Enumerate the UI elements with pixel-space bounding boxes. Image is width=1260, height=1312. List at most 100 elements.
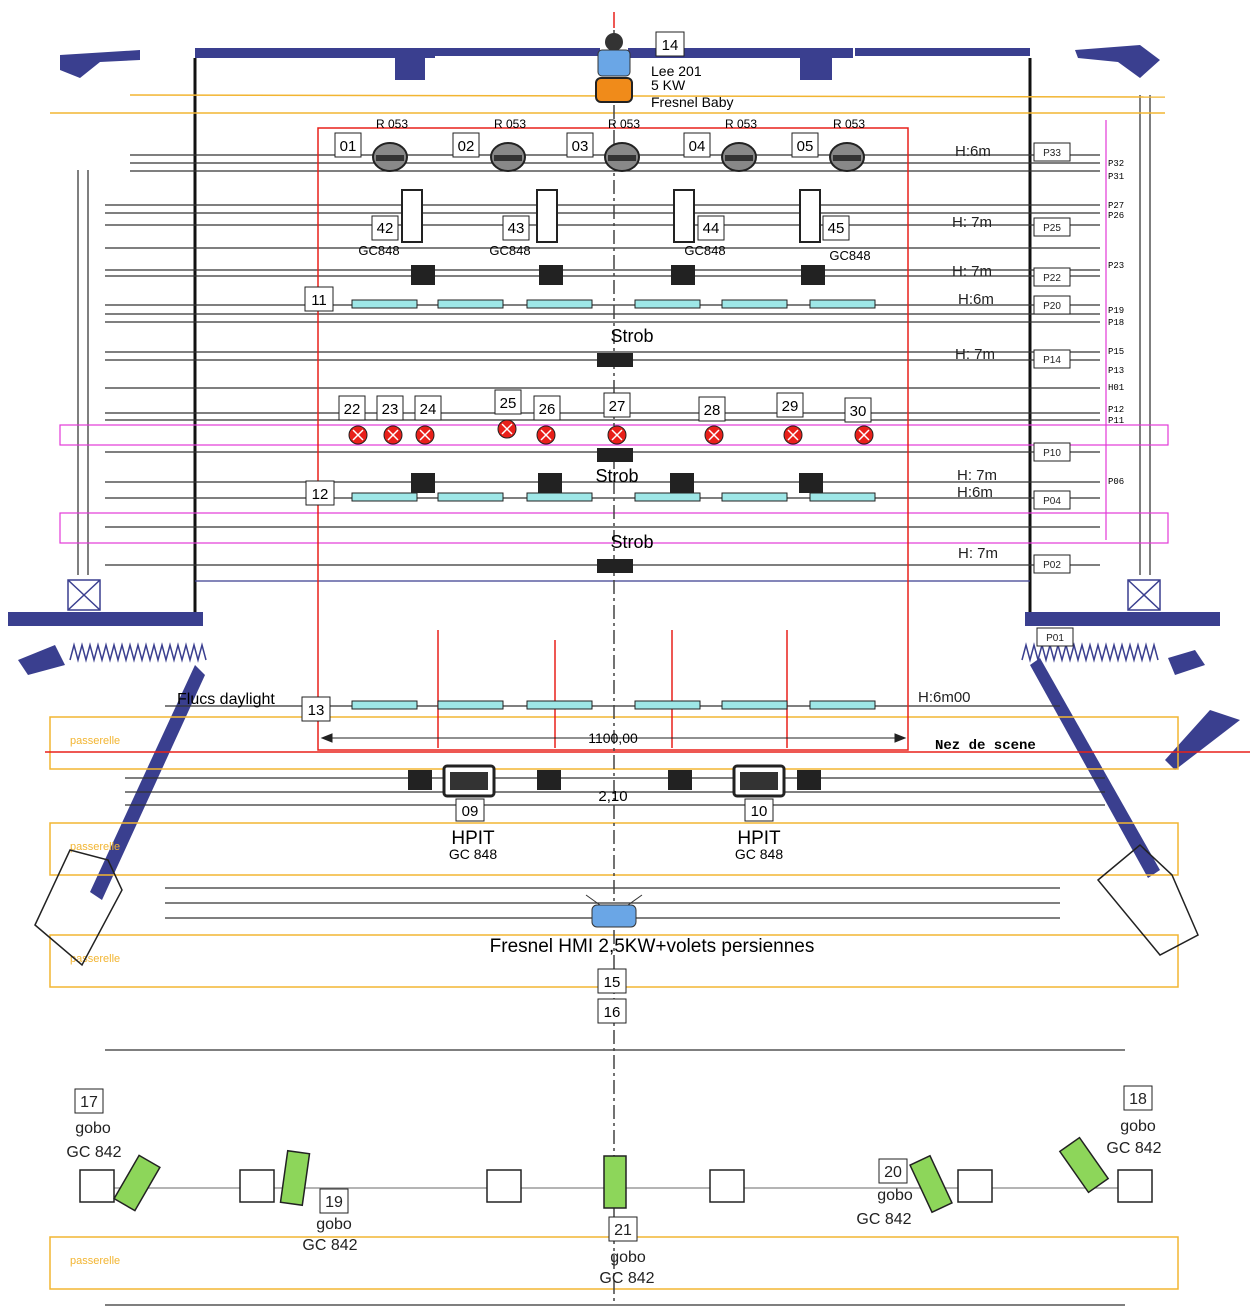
profile-fixture-icon <box>536 189 558 243</box>
side-code: P19 <box>1108 306 1124 316</box>
strob-label-3: Strob <box>610 532 653 552</box>
box-15 <box>597 968 627 994</box>
side-code: P31 <box>1108 172 1124 182</box>
pipe-label-p10: P10 <box>1043 448 1061 459</box>
profile-fixture-icon <box>799 189 821 243</box>
par-lamp-cross <box>501 423 513 435</box>
row1-fixture-04: 04R 053 <box>683 117 757 172</box>
fixture-14-gel: Lee 201 <box>651 63 702 79</box>
par-number-box <box>533 395 561 421</box>
side-code: P18 <box>1108 318 1124 328</box>
par-lamp-cross <box>419 429 431 441</box>
pipe-label-p01: P01 <box>1046 633 1064 644</box>
par-number-box <box>414 395 442 421</box>
pipe-label-p20: P20 <box>1043 301 1061 312</box>
par-number-box <box>844 397 872 423</box>
scroller-block <box>671 265 695 285</box>
scroller-block <box>411 473 435 493</box>
box-10-label: 10 <box>751 803 768 820</box>
gobo-20-number: 20 <box>884 1164 902 1181</box>
par-number: 27 <box>609 398 626 415</box>
gobo-19-type: GC 842 <box>302 1237 357 1254</box>
fluorescent-tube <box>351 700 418 710</box>
fluorescent-tube <box>809 299 876 309</box>
round-fixture-band <box>833 155 861 161</box>
row1-number: 01 <box>340 138 357 155</box>
strobes <box>597 353 633 573</box>
row1-fixture-05: 05R 053 <box>791 117 865 172</box>
pipe-label-p02: P02 <box>1043 560 1061 571</box>
side-code: P06 <box>1108 477 1124 487</box>
gobo-18-number: 18 <box>1129 1091 1147 1108</box>
row1-fixture-01: 01 R 053 <box>334 117 408 172</box>
side-code: P23 <box>1108 261 1124 271</box>
pipe-label-p04: P04 <box>1043 496 1061 507</box>
side-code: P11 <box>1108 416 1124 426</box>
gobo-17-type: GC 842 <box>66 1144 121 1161</box>
height-label-8: H: 7m <box>958 545 998 562</box>
pipe-box-p33 <box>1033 142 1071 162</box>
fluorescent-tube <box>809 700 876 710</box>
gobo-20-label: gobo <box>877 1187 913 1204</box>
gobo-18-type: GC 842 <box>1106 1140 1161 1157</box>
box-21 <box>608 1216 638 1242</box>
box-19 <box>319 1188 349 1214</box>
red-markings <box>45 12 1250 753</box>
par-fixture-23: 23 <box>376 395 404 445</box>
fluorescent-tube <box>526 299 593 309</box>
height-label-1: H:6m <box>955 143 991 160</box>
gobo-19-label: gobo <box>316 1216 352 1233</box>
row1-gel: R 053 <box>376 117 408 131</box>
gobo-21-type: GC 842 <box>599 1270 654 1287</box>
height-label-7: H:6m <box>957 484 993 501</box>
row2-number: 45 <box>828 220 845 237</box>
par-lamp-cross <box>787 429 799 441</box>
par-fixture-27: 27 <box>603 392 631 445</box>
par-fixture-25: 25 <box>494 389 522 439</box>
gobo-18-label: gobo <box>1120 1118 1156 1135</box>
par-number-box <box>776 392 804 418</box>
par-fixture-29: 29 <box>776 392 804 445</box>
center-dimension-label: 2,10 <box>598 788 627 805</box>
round-fixture-band <box>725 155 753 161</box>
par-number: 25 <box>500 395 517 412</box>
row2-type: GC848 <box>358 243 399 258</box>
pipe-box-p14 <box>1033 349 1071 369</box>
row2-number: 43 <box>508 220 525 237</box>
par-lamp-cross <box>540 429 552 441</box>
row1-fixture-03: 03R 053 <box>566 117 640 172</box>
row1-number-box <box>334 132 362 158</box>
row1-number-box <box>452 132 480 158</box>
pipe-box-p10 <box>1033 442 1071 462</box>
box-09-label: 09 <box>462 803 479 820</box>
fluorescent-tube <box>721 299 788 309</box>
fluorescent-tubes <box>351 299 876 710</box>
pipe-label-p14: P14 <box>1043 355 1061 366</box>
par-number: 23 <box>382 401 399 418</box>
par-number-box <box>376 395 404 421</box>
row2-number-box <box>697 215 725 241</box>
side-code: H01 <box>1108 383 1124 393</box>
pipe-box-p25 <box>1033 217 1071 237</box>
row2-number: 42 <box>377 220 394 237</box>
side-code: P13 <box>1108 366 1124 376</box>
par-lamp-cross <box>611 429 623 441</box>
scroller-block <box>670 473 694 493</box>
box-13-label: 13 <box>308 702 325 719</box>
row1-gel: R 053 <box>725 117 757 131</box>
box-10 <box>744 798 774 822</box>
scroller-block <box>411 265 435 285</box>
par-number: 29 <box>782 398 799 415</box>
row1-number: 03 <box>572 138 589 155</box>
row2-type: GC848 <box>684 243 725 258</box>
gobo-row-boxes <box>79 1169 1153 1203</box>
par-lamp-cross <box>858 429 870 441</box>
gobo-17-label: gobo <box>75 1120 111 1137</box>
side-code: P26 <box>1108 211 1124 221</box>
box-12 <box>305 480 335 506</box>
box-09 <box>455 798 485 822</box>
